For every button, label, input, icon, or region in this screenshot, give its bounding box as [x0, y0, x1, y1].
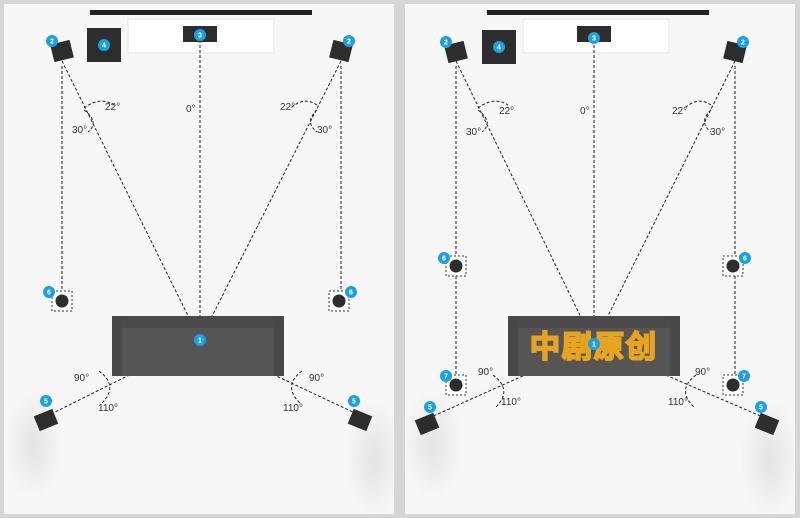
- angle-label: 110°: [668, 397, 688, 408]
- svg-text:7: 7: [444, 374, 448, 381]
- svg-text:6: 6: [442, 256, 446, 263]
- angle-label: 30°: [466, 127, 481, 138]
- side-right-speaker-icon: [722, 255, 744, 277]
- svg-text:1: 1: [198, 338, 202, 345]
- angle-label: 90°: [478, 367, 493, 378]
- number-badge-icon: 2: [46, 35, 58, 47]
- number-badge-icon: 2: [440, 36, 452, 48]
- angle-label: 90°: [309, 373, 324, 384]
- number-badge-icon: 2: [737, 36, 749, 48]
- svg-text:5: 5: [352, 399, 356, 406]
- angle-label: 110°: [98, 403, 118, 414]
- angle-label: 110°: [283, 403, 303, 414]
- number-badge-icon: 1: [588, 338, 600, 350]
- number-badge-icon: 3: [588, 32, 600, 44]
- shadow: [405, 389, 463, 499]
- rear-right-speaker-icon: [347, 408, 373, 432]
- number-badge-icon: 1: [194, 334, 206, 346]
- right-layout-diagram: 中剧原创 22° 30° 0° 22° 30° 90° 110° 90° 110…: [405, 10, 795, 514]
- shadow: [4, 389, 64, 499]
- number-badge-icon: 6: [438, 252, 450, 264]
- angle-label: 90°: [695, 367, 710, 378]
- angle-label: 110°: [501, 397, 521, 408]
- rear-left-speaker-icon: [33, 408, 59, 432]
- sofa-icon: [112, 316, 284, 376]
- front-left-speaker-icon: [444, 40, 468, 64]
- svg-text:1: 1: [592, 342, 596, 349]
- angle-label: 90°: [74, 373, 89, 384]
- rear-right-speaker-icon: [754, 412, 780, 436]
- number-badge-icon: 4: [493, 41, 505, 53]
- back-right-speaker-icon: [722, 374, 744, 396]
- angle-label: 30°: [317, 125, 332, 136]
- angle-label: 22°: [280, 102, 295, 113]
- svg-text:5: 5: [759, 405, 763, 412]
- screen-bar: [487, 10, 709, 15]
- svg-text:2: 2: [741, 40, 745, 47]
- angle-label: 0°: [580, 106, 590, 117]
- number-badge-icon: 4: [98, 39, 110, 51]
- angle-label: 22°: [672, 106, 687, 117]
- angle-label: 0°: [186, 104, 196, 115]
- number-badge-icon: 5: [424, 401, 436, 413]
- number-badge-icon: 7: [738, 370, 750, 382]
- svg-text:7: 7: [742, 374, 746, 381]
- side-right-speaker-icon: [328, 290, 350, 312]
- number-badge-icon: 5: [40, 395, 52, 407]
- shadow: [740, 399, 795, 514]
- right-layout-panel: 中剧原创 22° 30° 0° 22° 30° 90° 110° 90° 110…: [405, 4, 795, 514]
- side-left-speaker-icon: [445, 255, 467, 277]
- svg-text:5: 5: [428, 405, 432, 412]
- number-badge-icon: 6: [739, 252, 751, 264]
- number-badge-icon: 6: [345, 286, 357, 298]
- number-badge-icon: 5: [348, 395, 360, 407]
- number-badge-icon: 6: [43, 286, 55, 298]
- svg-text:6: 6: [743, 256, 747, 263]
- svg-text:5: 5: [44, 399, 48, 406]
- side-left-speaker-icon: [51, 290, 73, 312]
- left-layout-panel: 22° 30° 0° 22° 30° 90° 110° 90° 110° 1 2…: [4, 4, 394, 514]
- svg-text:3: 3: [592, 36, 596, 43]
- angle-label: 22°: [105, 102, 120, 113]
- svg-text:6: 6: [47, 290, 51, 297]
- number-badge-icon: 7: [440, 370, 452, 382]
- angle-label: 22°: [499, 106, 514, 117]
- rear-left-speaker-icon: [414, 412, 440, 436]
- svg-text:6: 6: [349, 290, 353, 297]
- left-layout-diagram: 22° 30° 0° 22° 30° 90° 110° 90° 110° 1 2…: [4, 10, 394, 514]
- number-badge-icon: 5: [755, 401, 767, 413]
- sight-lines: [50, 40, 358, 415]
- shadow: [344, 399, 394, 514]
- svg-text:4: 4: [497, 45, 501, 52]
- number-badge-icon: 3: [194, 29, 206, 41]
- front-left-speaker-icon: [50, 39, 74, 63]
- svg-text:4: 4: [102, 43, 106, 50]
- svg-text:2: 2: [347, 39, 351, 46]
- svg-text:2: 2: [50, 39, 54, 46]
- screen-bar: [90, 10, 312, 15]
- number-badge-icon: 2: [343, 35, 355, 47]
- back-left-speaker-icon: [445, 374, 467, 396]
- svg-text:3: 3: [198, 33, 202, 40]
- svg-text:2: 2: [444, 40, 448, 47]
- angle-label: 30°: [710, 127, 725, 138]
- angle-label: 30°: [72, 125, 87, 136]
